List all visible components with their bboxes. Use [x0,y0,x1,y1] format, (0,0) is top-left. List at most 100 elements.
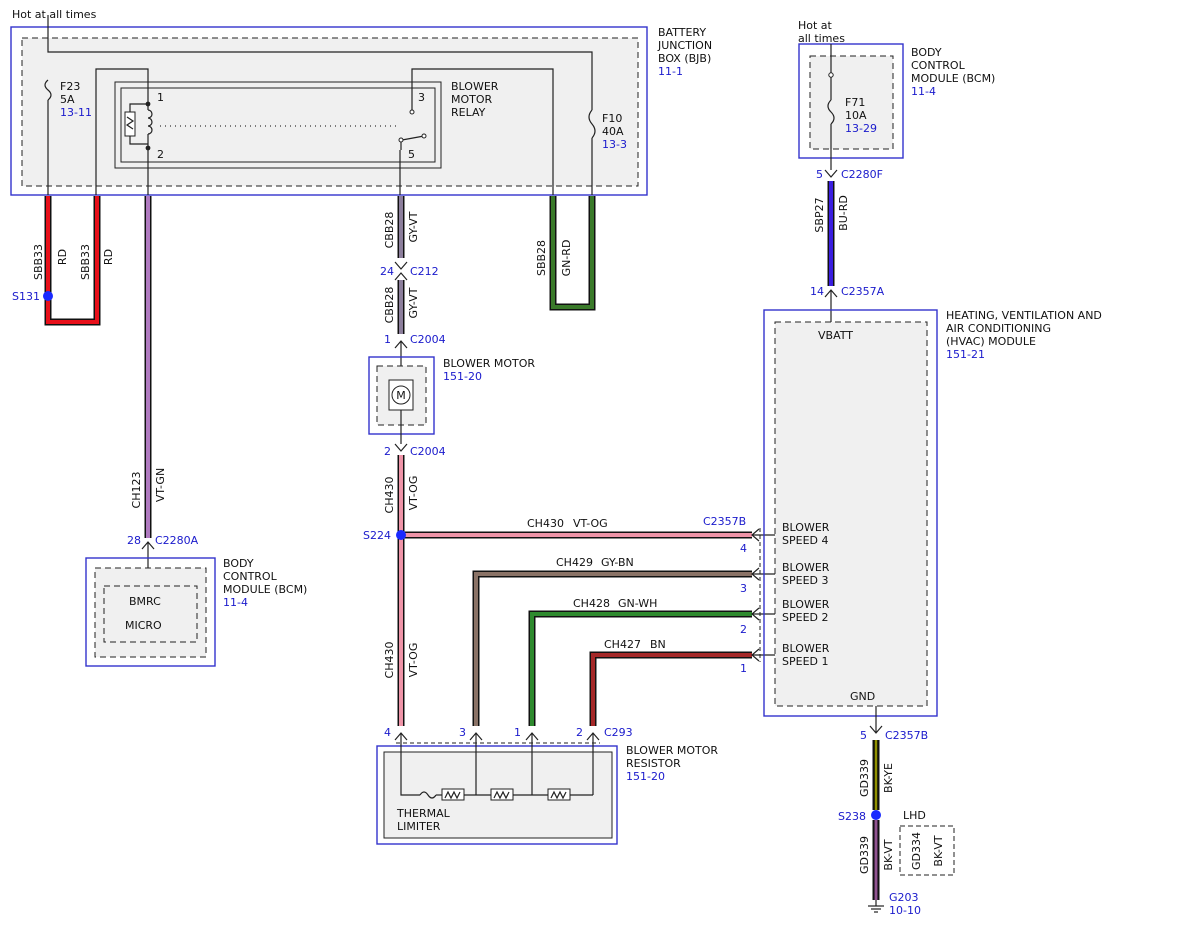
fuse-f71-rating: 10A [845,109,867,122]
relay-pin-3: 3 [418,91,425,104]
hvac-speed1-line1: BLOWER [782,642,830,655]
bjb-title-line1: BATTERY [658,26,706,39]
relay-coil-icon [124,96,153,195]
wire-sbp27-circuit: SBP27 [813,197,826,232]
wire-sbb33-b-color: RD [102,249,115,265]
thermal-limiter-line2: LIMITER [397,820,441,833]
connector-c2004-2-pin: 2 [384,445,391,458]
relay-title-line1: BLOWER [451,80,499,93]
wire-cbb28-mid-color: GY-VT [407,287,420,318]
resistor-title-line1: BLOWER MOTOR [626,744,718,757]
bcm-top-title-line2: CONTROL [911,59,966,72]
fuse-f23-rating: 5A [60,93,75,106]
resistor-connector: C293 [604,726,633,739]
wire-ch427-circuit: CH427 [604,638,641,651]
resistor-pin-4: 4 [384,726,391,739]
motor-icon [391,385,411,405]
lhd-box [899,825,955,876]
splice-s224 [396,530,406,540]
resistor-pin-1: 1 [514,726,521,739]
blower-motor-resistor: THERMAL LIMITER BLOWER MOTOR RESISTOR 15… [376,732,718,845]
thermal-limiter-line1: THERMAL [396,807,451,820]
splice-s131 [43,291,53,301]
wire-ch427 [589,651,752,726]
fuse-f71-icon [827,99,835,125]
wire-gd339-b-color: BK-VT [882,839,895,870]
wire-ch430-top-circuit: CH430 [383,477,396,514]
hvac-title-line1: HEATING, VENTILATION AND [946,309,1102,322]
fuse-f10-ref: 13-3 [602,138,627,151]
wire-ch430-low-circuit: CH430 [383,642,396,679]
relay-title-line2: MOTOR [451,93,493,106]
relay-pin-2: 2 [157,148,164,161]
hot-at-all-times-left: Hot at all times [12,8,97,21]
wire-sbb33-a-circuit: SBB33 [32,244,45,280]
hvac-pin-speed3: 3 [740,582,747,595]
ground-g203: G203 [889,891,919,904]
hvac-speed4-line2: SPEED 4 [782,534,828,547]
blower-motor-title: BLOWER MOTOR [443,357,535,370]
wire-sbb28-loop [549,196,596,311]
connector-c2280f-name: C2280F [841,168,883,181]
fuse-f23-icon [44,79,52,101]
connector-c2357b-gnd-arrow-icon [869,725,883,734]
blower-motor-ref: 151-20 [443,370,482,383]
splice-s238 [871,810,881,820]
relay-switch-icon [398,78,427,150]
resistor-title-line2: RESISTOR [626,757,681,770]
connector-c2004-2-name: C2004 [410,445,446,458]
resistor-pin-arrows [394,732,600,741]
blower-motor: M BLOWER MOTOR 151-20 [368,356,535,444]
wire-cbb28-top-color: GY-VT [407,211,420,242]
bjb-title-line3: BOX (BJB) [658,52,711,65]
connector-c2280f-pin: 5 [816,168,823,181]
bcm-left-inner-2: MICRO [125,619,162,632]
wire-ch430-low-color: VT-OG [407,643,420,678]
hot-at-all-times-right-line2: all times [798,32,845,45]
bcm-left-ref: 11-4 [223,596,248,609]
connector-c2004-2-arrow-icon [394,443,408,452]
bcm-top-title-line3: MODULE (BCM) [911,72,995,85]
wire-ch430-top-color: VT-OG [407,476,420,511]
bcm-top-ref: 11-4 [911,85,936,98]
wire-ch430-h-color: VT-OG [573,517,608,530]
fuse-f71-ref: 13-29 [845,122,877,135]
wire-sbb28-circuit: SBB28 [535,240,548,276]
hvac-gnd: GND [850,690,875,703]
fuse-f10-name: F10 [602,112,622,125]
lhd-label: LHD [903,809,926,822]
wire-ch430-h-circuit: CH430 [527,517,564,530]
resistor-ref: 151-20 [626,770,665,783]
ground-symbol-icon [868,900,884,913]
fuse-f23-ref: 13-11 [60,106,92,119]
wire-sbb33-loop [44,196,101,326]
wire-ch429 [472,570,752,726]
bjb-ref: 11-1 [658,65,683,78]
wire-sbp27-color: BU-RD [837,195,850,231]
wire-gd339-b-circuit: GD339 [858,836,871,874]
wire-ch427-color: BN [650,638,666,651]
fuse-f71-name: F71 [845,96,865,109]
wire-cbb28-mid-circuit: CBB28 [383,287,396,324]
hvac-speed1-line2: SPEED 1 [782,655,828,668]
relay-pin-5: 5 [408,148,415,161]
hvac-speed2-line1: BLOWER [782,598,830,611]
hvac-pin-speed4: 4 [740,542,747,555]
connector-c2280a-name: C2280A [155,534,199,547]
wire-cbb28-top-circuit: CBB28 [383,212,396,249]
connector-c2004-1-pin: 1 [384,333,391,346]
motor-symbol: M [396,389,406,402]
wire-sbb33-a-color: RD [56,249,69,265]
splice-s224-label: S224 [363,529,391,542]
hvac-speed3-line1: BLOWER [782,561,830,574]
wire-ch428 [528,610,752,726]
hvac-speed2-line2: SPEED 2 [782,611,828,624]
hvac-module: VBATT BLOWER SPEED 4 BLOWER SPEED 3 BLOW… [763,309,1102,717]
bjb-title-line2: JUNCTION [657,39,712,52]
hvac-title-line3: (HVAC) MODULE [946,335,1036,348]
splice-s238-label: S238 [838,810,866,823]
wire-sbb33-b-circuit: SBB33 [79,244,92,280]
relay-pin-1: 1 [157,91,164,104]
ground-ref: 10-10 [889,904,921,917]
